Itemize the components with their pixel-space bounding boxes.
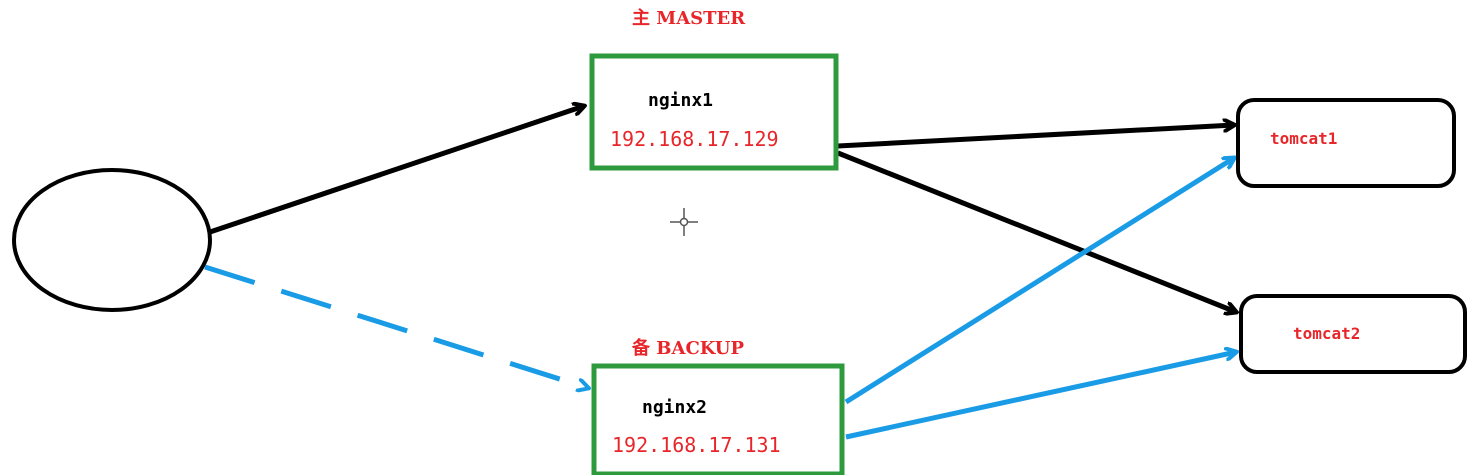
tomcat1-box (1236, 98, 1456, 188)
nginx1-ip: 192.168.17.129 (610, 127, 779, 151)
client-to-nginx1-arrow (209, 106, 584, 235)
nginx2-ip: 192.168.17.131 (612, 433, 781, 457)
nginx2-name: nginx2 (642, 397, 707, 418)
nginx2-to-tomcat1-arrow (844, 158, 1234, 405)
nginx1-box (589, 53, 839, 171)
nginx1-to-tomcat2-arrow (837, 150, 1236, 312)
client-to-nginx2-dashed-arrow (204, 264, 588, 388)
tomcat2-label: tomcat2 (1293, 324, 1360, 343)
nginx2-to-tomcat2-arrow (845, 352, 1236, 440)
master-role-label: 主 MASTER (632, 7, 746, 29)
backup-role-label: 备 BACKUP (631, 337, 744, 359)
nginx2-box (591, 363, 845, 475)
crosshair-cursor-icon (670, 208, 698, 236)
tomcat2-box (1239, 294, 1467, 374)
nginx1-to-tomcat1-arrow (837, 125, 1234, 149)
client-node (12, 168, 212, 312)
tomcat1-label: tomcat1 (1270, 129, 1337, 148)
nginx1-name: nginx1 (648, 90, 713, 111)
